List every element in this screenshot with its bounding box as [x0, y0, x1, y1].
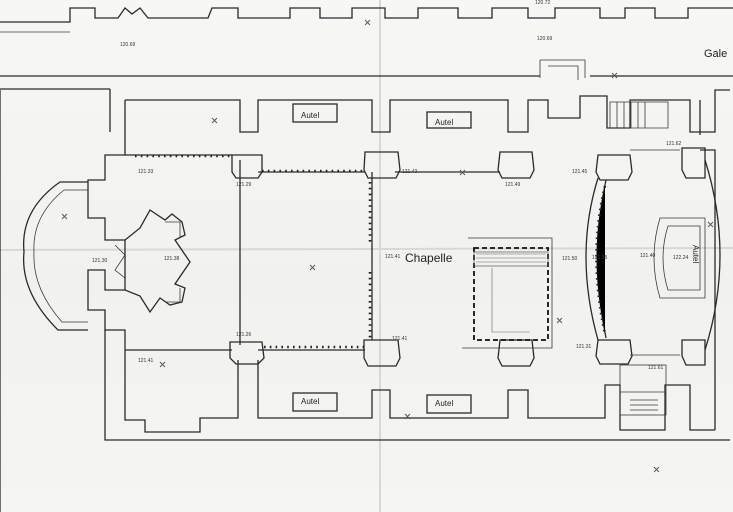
elevation: 120.72 — [535, 0, 551, 6]
paper-fold-horizontal — [0, 247, 733, 251]
label-altar-east: Autel — [691, 245, 700, 263]
top-wall — [0, 7, 733, 512]
elevation: 122.24 — [673, 255, 689, 261]
label-chapel: Chapelle — [405, 251, 453, 265]
elevation: 121.62 — [666, 141, 682, 147]
label-altar-north-left: Autel — [301, 111, 319, 120]
elevation: 121.29 — [236, 182, 252, 188]
label-altar-south-left: Autel — [301, 397, 319, 406]
overlay-insert — [462, 237, 553, 349]
elevation: 120.69 — [120, 42, 136, 48]
west-apse — [22, 181, 88, 331]
cross-markers — [61, 19, 714, 473]
elevation: 121.45 — [572, 169, 588, 175]
elevation: 121.61 — [648, 365, 664, 371]
elevation: 121.38 — [164, 256, 180, 262]
elevation: 121.49 — [505, 182, 521, 188]
dotted-railings — [135, 154, 607, 349]
elevation: 121.30 — [92, 258, 108, 264]
elevation: 121.26 — [236, 332, 252, 338]
elevation: 121.41 — [138, 358, 154, 364]
building-outline — [87, 89, 730, 441]
elevation: 121.50 — [562, 256, 578, 262]
elevation: 121.55 — [592, 255, 608, 261]
label-altar-south-right: Autel — [435, 399, 453, 408]
elevation: 120.69 — [537, 36, 553, 42]
label-altar-north-right: Autel — [435, 118, 453, 127]
label-gallery: Gale — [704, 48, 727, 60]
elevation: 121.41 — [392, 336, 408, 342]
interior-walls — [124, 101, 706, 416]
elevation: 121.31 — [576, 344, 592, 350]
elevation: 121.41 — [385, 254, 401, 260]
west-star-structure — [114, 209, 191, 314]
elevation: 121.33 — [138, 169, 154, 175]
elevation: 121.43 — [402, 169, 418, 175]
elevation: 121.40 — [640, 253, 656, 259]
